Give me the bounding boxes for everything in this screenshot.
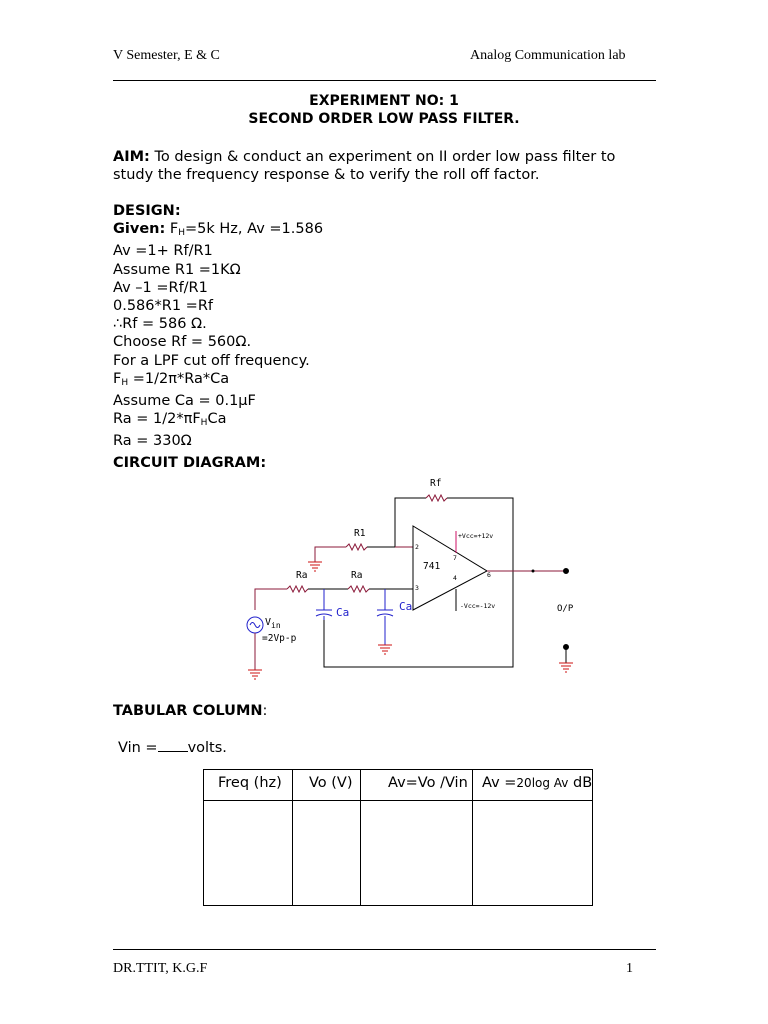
col-av-db-log: 20log Av: [516, 776, 569, 790]
circuit-diagram: Rf R1 Ra Ra Ca Ca 741 +Vcc=+12v -Vcc=-12…: [246, 478, 574, 680]
resistor-ra2: [347, 584, 370, 594]
fh-sub: H: [121, 377, 129, 388]
label-pin3: 3: [415, 584, 419, 592]
ground-r1: [308, 561, 322, 572]
table-header-row: Freq (hz) Vo (V) Av=Vo /Vin Av =20log Av…: [203, 769, 594, 801]
design-assume-ca: Assume Ca = 0.1μF: [113, 393, 256, 410]
aim-text-1: To design & conduct an experiment on II …: [149, 149, 616, 165]
vin-suffix: volts.: [187, 740, 227, 756]
ra-pre: Ra = 1/2*πF: [113, 411, 201, 428]
design-line: Choose Rf = 560Ω.: [113, 334, 252, 351]
opamp-triangle: [412, 525, 489, 611]
ra-sub: H: [200, 418, 208, 429]
wire-r1-ground: [314, 546, 346, 562]
readings-table: Freq (hz) Vo (V) Av=Vo /Vin Av =20log Av…: [203, 769, 594, 906]
table-cell: [292, 800, 361, 906]
table-cell: [203, 800, 293, 906]
label-vcc-pos: +Vcc=+12v: [458, 532, 493, 540]
design-line: 0.586*R1 =Rf: [113, 298, 213, 315]
experiment-title: SECOND ORDER LOW PASS FILTER.: [248, 111, 520, 127]
given-label: Given:: [113, 221, 166, 238]
aim-section: AIM: To design & conduct an experiment o…: [113, 148, 673, 184]
capacitor-ca2-plate2: [376, 613, 394, 617]
design-line: Av –1 =Rf/R1: [113, 279, 208, 296]
resistor-ra1: [286, 584, 309, 594]
page-number: 1: [626, 961, 633, 976]
label-pin6: 6: [487, 571, 491, 579]
design-line: Assume R1 =1KΩ: [113, 261, 241, 278]
table-cell: [471, 800, 594, 906]
given-rest: =5k Hz, Av =1.586: [185, 221, 324, 238]
wire-feedback-right: [323, 497, 514, 668]
col-av-db: Av =20log Av dB: [471, 769, 594, 801]
ground-source: [248, 669, 262, 680]
label-vin-amplitude: =2Vp-p: [262, 633, 297, 644]
given-f: F: [169, 221, 179, 238]
given-f-sub: H: [178, 228, 186, 239]
resistor-rf: [425, 493, 448, 503]
label-rf: Rf: [430, 478, 441, 489]
label-pin7: 7: [453, 554, 457, 562]
col-av-db-label: Av =: [482, 775, 517, 791]
footer-rule: [113, 949, 656, 950]
source-sine: [249, 622, 261, 628]
tabular-heading-colon: :: [262, 703, 268, 719]
output-terminal: [563, 568, 569, 574]
col-freq: Freq (hz): [203, 769, 293, 801]
resistor-r1: [345, 542, 368, 552]
wire-vin-ra1: [254, 588, 287, 610]
label-vin-v: V: [265, 617, 271, 628]
col-av-db-unit: dB: [568, 775, 593, 791]
vin-prefix: Vin =: [118, 740, 158, 756]
design-fh-formula: FH =1/2π*Ra*Ca: [113, 370, 673, 392]
label-output: O/P: [557, 604, 574, 614]
header-lab-name: Analog Communication lab: [470, 48, 626, 63]
footer-institution: DR.TTIT, K.G.F: [113, 961, 208, 976]
experiment-number: EXPERIMENT NO: 1: [309, 93, 459, 109]
ra-post: Ca: [207, 411, 227, 428]
vin-blank: [157, 739, 188, 752]
fh-rest: =1/2π*Ra*Ca: [128, 370, 230, 387]
design-section: DESIGN: Given: FH=5k Hz, Av =1.586 Av =1…: [113, 202, 673, 451]
design-line: For a LPF cut off frequency.: [113, 352, 310, 369]
fh-f: F: [113, 370, 122, 387]
table-row: [203, 800, 594, 906]
label-ca1: Ca: [336, 606, 349, 619]
label-ca2: Ca: [399, 600, 412, 613]
header-rule: [113, 80, 656, 81]
col-av: Av=Vo /Vin: [360, 769, 473, 801]
aim-label: AIM:: [113, 149, 150, 165]
table-cell: [360, 800, 473, 906]
tabular-heading-text: TABULAR COLUMN: [113, 703, 263, 719]
design-given: Given: FH=5k Hz, Av =1.586: [113, 220, 673, 242]
design-line: Av =1+ Rf/R1: [113, 243, 213, 260]
ground-ca2: [378, 644, 392, 655]
design-ra-value: Ra = 330Ω: [113, 433, 192, 450]
design-ra-formula: Ra = 1/2*πFHCa: [113, 410, 673, 432]
aim-text-2: study the frequency response & to verify…: [113, 167, 540, 184]
label-pin2: 2: [415, 543, 419, 551]
label-pin4: 4: [453, 574, 457, 582]
wire-r1-node: [367, 526, 396, 548]
design-heading: DESIGN:: [113, 203, 181, 219]
tabular-heading: TABULAR COLUMN:: [113, 703, 267, 719]
label-opamp: 741: [423, 561, 440, 572]
circuit-heading: CIRCUIT DIAGRAM:: [113, 455, 267, 471]
label-vin-sub: in: [271, 621, 281, 630]
ground-output: [559, 662, 573, 673]
capacitor-ca1-plate2: [315, 613, 333, 617]
wire-feedback-left: [394, 497, 426, 526]
design-line: ∴Rf = 586 Ω.: [113, 316, 207, 333]
label-r1: R1: [354, 528, 366, 539]
output-node: [531, 569, 535, 573]
label-ra1: Ra: [296, 570, 307, 581]
col-vo: Vo (V): [292, 769, 361, 801]
label-ra2: Ra: [351, 570, 362, 581]
label-vin: Vin: [265, 617, 281, 630]
header-course: V Semester, E & C: [113, 48, 220, 63]
label-vcc-neg: -Vcc=-12v: [460, 602, 495, 610]
vin-line: Vin = volts.: [118, 739, 227, 756]
